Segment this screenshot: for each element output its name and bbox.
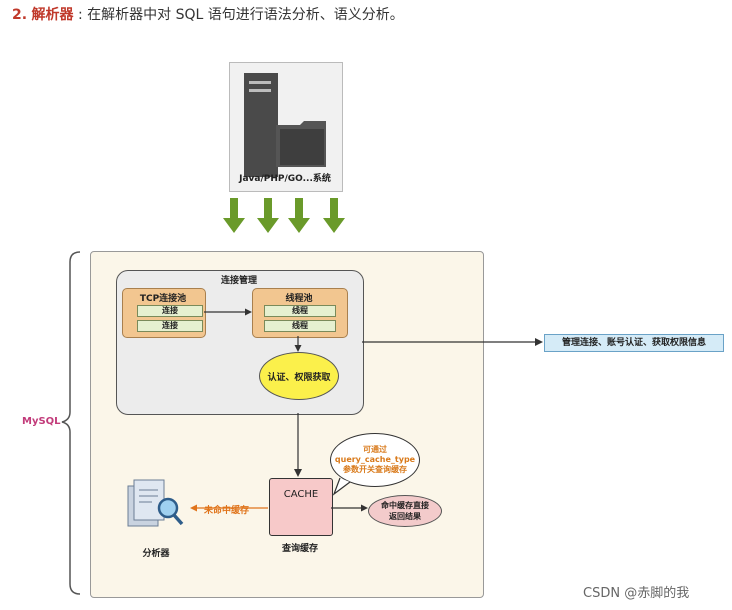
thread-pool-title: 线程池 <box>285 294 313 304</box>
heading-number: 2. <box>12 7 28 23</box>
hit-line: 命中缓存直接 <box>381 501 429 510</box>
watermark: CSDN @赤脚的我 <box>583 586 690 601</box>
tcp-slot: 连接 <box>137 320 203 332</box>
query-cache-type-bubble: 可通过 query_cache_type 参数开关查询缓存 <box>330 433 420 487</box>
section-heading: 2. 解析器 : 在解析器中对 SQL 语句进行语法分析、语义分析。 <box>12 4 404 24</box>
cache-box-text: CACHE <box>283 489 319 500</box>
heading-separator: : <box>77 7 83 23</box>
hit-line: 返回结果 <box>389 512 421 521</box>
client-system-label: Java/PHP/GO...系统 <box>239 174 331 184</box>
thread-slot: 线程 <box>264 320 336 332</box>
connection-management-title: 连接管理 <box>220 276 257 286</box>
tcp-pool-title: TCP连接池 <box>139 294 187 304</box>
server-icon <box>244 73 326 177</box>
bubble-line: 参数开关查询缓存 <box>342 465 407 474</box>
query-cache-box: CACHE <box>269 478 333 536</box>
thread-slot: 线程 <box>264 305 336 317</box>
parser-label: 分析器 <box>142 549 170 559</box>
auth-permission-node: 认证、权限获取 <box>259 352 339 400</box>
heading-text: 在解析器中对 SQL 语句进行语法分析、语义分析。 <box>87 7 404 23</box>
parser-icon <box>127 479 184 527</box>
cache-hit-node: 命中缓存直接 返回结果 <box>368 495 442 527</box>
cache-miss-label: 未命中缓存 <box>204 506 250 516</box>
bubble-line: query_cache_type <box>334 455 416 464</box>
client-arrows <box>223 198 345 233</box>
heading-term: 解析器 <box>31 7 74 23</box>
client-system-box <box>229 62 343 192</box>
tcp-slot: 连接 <box>137 305 203 317</box>
mysql-bracket <box>61 251 81 595</box>
connection-side-note: 管理连接、账号认证、获取权限信息 <box>544 334 724 352</box>
query-cache-label: 查询缓存 <box>281 544 318 554</box>
mysql-label: MySQL <box>22 416 61 427</box>
bubble-line: 可通过 <box>362 445 387 454</box>
